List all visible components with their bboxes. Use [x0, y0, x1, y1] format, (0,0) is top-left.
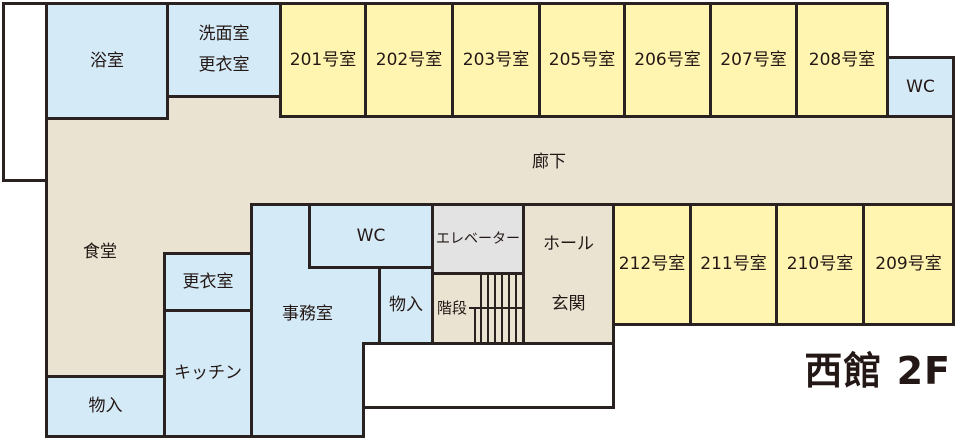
room-205-label: 205号室	[548, 49, 616, 70]
room-203-label: 203号室	[462, 49, 530, 70]
storage-center-label: 物入	[389, 295, 423, 316]
stairs-label: 階段	[437, 299, 468, 318]
room-washroom-label-1: 洗面室	[198, 23, 250, 44]
changing-room-label: 更衣室	[182, 271, 234, 292]
changing-room: 更衣室	[163, 252, 253, 312]
room-206[interactable]: 206号室	[623, 2, 712, 118]
room-washroom-label-2: 更衣室	[198, 55, 250, 75]
room-210-label: 210号室	[786, 254, 854, 275]
room-209[interactable]: 209号室	[862, 203, 955, 326]
room-203[interactable]: 203号室	[451, 2, 541, 118]
room-210[interactable]: 210号室	[775, 203, 865, 326]
storage-center: 物入	[378, 266, 434, 345]
room-209-label: 209号室	[875, 254, 942, 275]
room-bath-label: 浴室	[90, 50, 124, 71]
room-212[interactable]: 212号室	[612, 203, 692, 326]
kitchen-label: キッチン	[174, 363, 242, 384]
entrance-label: 玄関	[551, 293, 586, 314]
annex-outline	[2, 2, 48, 182]
room-bath: 浴室	[45, 2, 169, 120]
room-212-label: 212号室	[618, 254, 686, 275]
room-206-label: 206号室	[634, 49, 701, 70]
dining-label: 食堂	[83, 242, 117, 262]
corridor-label: 廊下	[532, 152, 566, 172]
room-207[interactable]: 207号室	[709, 2, 798, 118]
storage-west: 物入	[45, 375, 166, 438]
wc-east: WC	[886, 56, 955, 118]
room-202[interactable]: 202号室	[364, 2, 454, 118]
hall-label: ホール	[543, 233, 594, 254]
stairs-icon	[469, 275, 522, 342]
floor-title: 西館 2F	[804, 349, 951, 393]
room-207-label: 207号室	[720, 49, 787, 70]
wc-east-label: WC	[906, 76, 935, 97]
wc-center: WC	[308, 203, 434, 269]
outside-bottom-mid	[362, 408, 622, 440]
kitchen: キッチン	[163, 309, 253, 438]
outside-top-right	[886, 0, 957, 57]
room-201-label: 201号室	[289, 49, 357, 70]
room-211-label: 211号室	[700, 254, 767, 275]
elevator: エレベーター	[431, 203, 525, 275]
wc-center-label: WC	[356, 225, 386, 246]
office-label: 事務室	[282, 304, 333, 325]
hall-entrance: ホール 玄関	[522, 203, 615, 345]
outside-bottom-right	[612, 323, 957, 440]
storage-west-label: 物入	[88, 396, 123, 417]
room-201[interactable]: 201号室	[279, 2, 367, 118]
room-208-label: 208号室	[808, 49, 876, 70]
room-202-label: 202号室	[375, 49, 443, 70]
room-205[interactable]: 205号室	[538, 2, 626, 118]
open-area	[362, 342, 615, 409]
room-washroom: 洗面室 更衣室	[166, 2, 282, 98]
room-208[interactable]: 208号室	[795, 2, 889, 118]
room-211[interactable]: 211号室	[689, 203, 778, 326]
elevator-label: エレベーター	[436, 230, 520, 247]
